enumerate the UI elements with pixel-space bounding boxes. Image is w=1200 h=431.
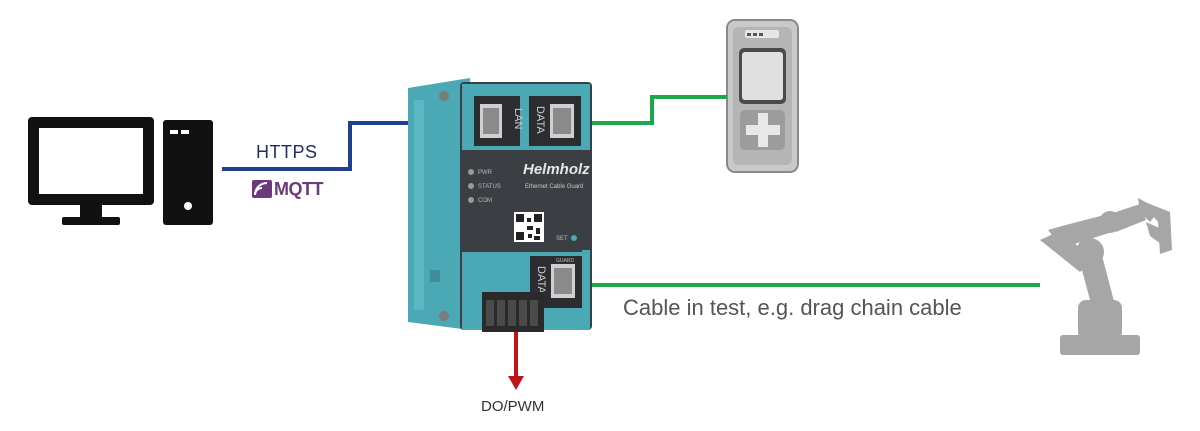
handheld-panel-icon bbox=[726, 19, 799, 173]
desktop-computer-icon bbox=[28, 117, 213, 225]
set-label: SET bbox=[556, 236, 568, 242]
do-pwm-arrow bbox=[508, 330, 524, 390]
mqtt-icon bbox=[252, 180, 272, 198]
svg-text:DATA: DATA bbox=[535, 266, 547, 294]
led-pwr-label: PWR bbox=[478, 170, 493, 176]
data-port-bottom: DATA GUARD bbox=[530, 256, 582, 308]
mqtt-logo: MQTT bbox=[252, 178, 336, 200]
led-status-label: STATUS bbox=[478, 184, 501, 190]
svg-text:DATA: DATA bbox=[534, 106, 546, 134]
guard-label: GUARD bbox=[556, 258, 574, 264]
do-pwm-label: DO/PWM bbox=[481, 398, 545, 415]
mqtt-label: MQTT bbox=[274, 179, 324, 199]
led-com-label: COM bbox=[478, 198, 492, 204]
lan-port: LAN bbox=[474, 96, 524, 146]
https-label: HTTPS bbox=[256, 142, 318, 162]
device-brand: Helmholz bbox=[523, 161, 590, 178]
ethernet-cable-guard-device: LAN DATA Helmholz Ethernet Cable Guard P… bbox=[408, 78, 592, 332]
device-product-name: Ethernet Cable Guard bbox=[525, 184, 583, 190]
industrial-robot-icon bbox=[1040, 198, 1172, 355]
terminal-block bbox=[482, 292, 544, 332]
cable-in-test-label: Cable in test, e.g. drag chain cable bbox=[623, 295, 962, 320]
qr-code bbox=[514, 212, 544, 242]
panel-data-line bbox=[575, 95, 727, 125]
data-port-top: DATA bbox=[529, 96, 581, 146]
svg-text:LAN: LAN bbox=[512, 108, 524, 129]
